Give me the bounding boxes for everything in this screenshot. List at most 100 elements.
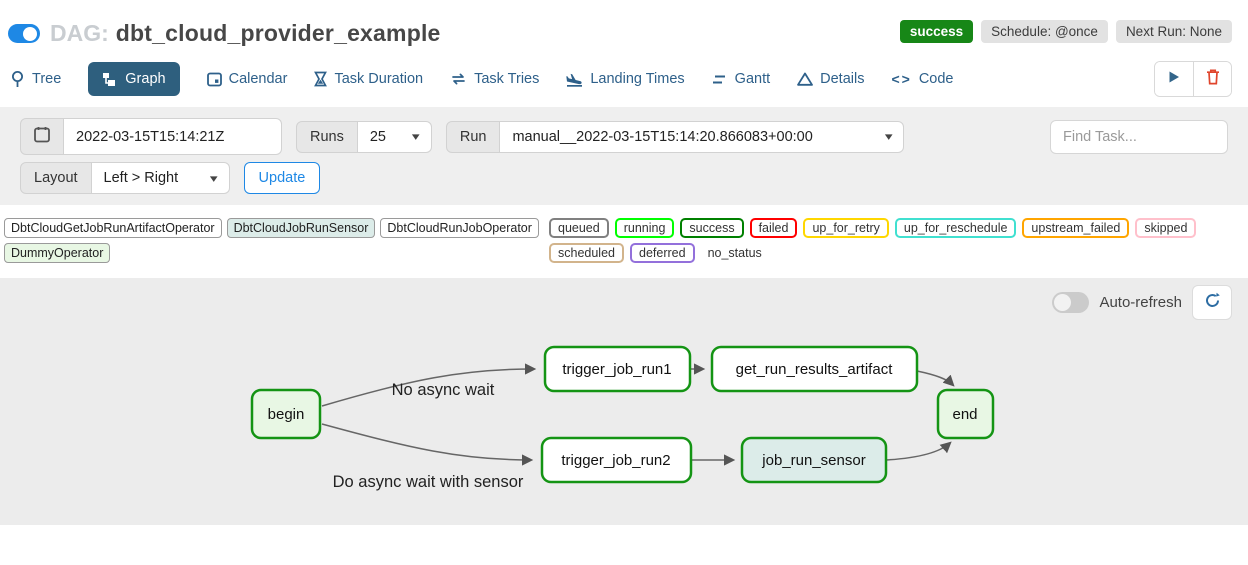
chevron-down-icon: ▾ [412, 131, 420, 143]
runs-label: Runs [296, 120, 358, 153]
execution-date-input[interactable] [64, 118, 282, 155]
layout-select-value: Left > Right [103, 170, 179, 186]
calendar-icon [206, 71, 222, 87]
tab-label: Tree [32, 71, 62, 87]
dag-header: DAG: dbt_cloud_provider_example success … [0, 0, 1248, 59]
runs-count-select[interactable]: 25 ▾ [357, 120, 432, 153]
calendar-icon [34, 126, 50, 147]
status-badge[interactable]: queued [549, 218, 609, 238]
operator-badge: DummyOperator [4, 243, 111, 263]
dag-graph: No async wait Do async wait with sensor … [250, 345, 995, 491]
tab-label: Code [918, 71, 954, 87]
task-node-label: trigger_job_run2 [561, 452, 670, 469]
tab-task-tries[interactable]: Task Tries [450, 62, 539, 96]
dag-edges [321, 363, 955, 466]
edge-begin-trigger1 [321, 363, 537, 407]
tab-calendar[interactable]: Calendar [206, 62, 288, 96]
status-badge[interactable]: upstream_failed [1022, 218, 1130, 238]
edge-label-async-sensor: Do async wait with sensor [333, 473, 524, 491]
toggle-knob [23, 26, 37, 41]
toggle-knob [1054, 294, 1072, 311]
task-node-trigger-job-run1[interactable]: trigger_job_run1 [543, 345, 692, 393]
task-node-label: begin [268, 406, 305, 423]
refresh-controls: Auto-refresh [1052, 285, 1232, 320]
filter-row-top: Runs 25 ▾ Run manual__2022-03-15T15:14:2… [20, 118, 1228, 155]
trigger-dag-button[interactable] [1155, 62, 1193, 96]
dag-graph-panel: Auto-refresh No async wait Do async wait… [0, 278, 1248, 525]
filter-row-bottom: Layout Left > Right ▾ Update [20, 162, 1228, 194]
operator-badge: DbtCloudGetJobRunArtifactOperator [4, 218, 222, 238]
task-node-get-run-results-artifact[interactable]: get_run_results_artifact [710, 345, 919, 393]
operator-badge: DbtCloudRunJobOperator [380, 218, 539, 238]
refresh-button[interactable] [1192, 285, 1232, 320]
runs-count-value: 25 [369, 128, 386, 145]
status-badge[interactable]: up_for_retry [803, 218, 889, 238]
tab-gantt[interactable]: Gantt [712, 62, 770, 96]
graph-filter-bar: Runs 25 ▾ Run manual__2022-03-15T15:14:2… [0, 107, 1248, 205]
tab-label: Graph [125, 71, 166, 87]
status-badge[interactable]: scheduled [549, 243, 624, 263]
run-group: Run manual__2022-03-15T15:14:20.866083+0… [445, 120, 905, 153]
delete-dag-button[interactable] [1193, 62, 1231, 96]
layout-label: Layout [20, 162, 92, 194]
dag-prefix-label: DAG: [50, 20, 109, 46]
tab-label: Gantt [734, 71, 771, 87]
calendar-addon [20, 118, 64, 155]
view-tabbar: Tree Graph Calendar Task Duration Task T… [0, 59, 1248, 99]
update-button[interactable]: Update [243, 162, 321, 194]
next-run-badge: Next Run: None [1115, 20, 1232, 43]
run-select-value: manual__2022-03-15T15:14:20.866083+00:00 [512, 128, 813, 145]
header-badges: success Schedule: @once Next Run: None [899, 20, 1232, 43]
tab-code[interactable]: <> Code [891, 62, 953, 96]
status-badge[interactable]: running [614, 218, 675, 238]
execution-date-group [20, 118, 282, 155]
auto-refresh-label: Auto-refresh [1099, 294, 1182, 311]
repeat-icon [450, 72, 467, 86]
schedule-badge: Schedule: @once [981, 20, 1108, 43]
plane-landing-icon [566, 72, 583, 87]
hourglass-icon [314, 71, 328, 87]
status-badge[interactable]: no_status [700, 243, 769, 263]
operator-legend: DbtCloudGetJobRunArtifactOperator DbtClo… [4, 218, 549, 263]
tab-tree[interactable]: Tree [10, 62, 61, 97]
run-label: Run [445, 120, 501, 153]
tab-graph[interactable]: Graph [88, 62, 180, 96]
edge-label-no-async: No async wait [392, 381, 495, 399]
tab-task-duration[interactable]: Task Duration [314, 62, 423, 96]
gantt-icon [712, 73, 728, 86]
dag-status-badge: success [899, 20, 974, 43]
task-node-label: trigger_job_run1 [562, 361, 671, 378]
runs-group: Runs 25 ▾ [296, 120, 432, 153]
auto-refresh-toggle[interactable] [1052, 292, 1090, 313]
dag-pause-toggle[interactable] [8, 24, 40, 43]
chevron-down-icon: ▾ [209, 172, 218, 185]
tab-label: Landing Times [590, 71, 685, 87]
dag-action-buttons [1154, 61, 1232, 97]
trash-icon [1206, 69, 1220, 90]
tab-details[interactable]: Details [797, 62, 864, 96]
task-node-label: get_run_results_artifact [736, 361, 894, 378]
task-node-begin[interactable]: begin [250, 388, 322, 440]
tab-label: Details [820, 71, 865, 87]
edge-sensor-end [885, 441, 952, 461]
edge-artifact-end [916, 370, 955, 387]
run-select[interactable]: manual__2022-03-15T15:14:20.866083+00:00… [500, 120, 905, 153]
code-icon: <> [891, 71, 912, 87]
page-title: dbt_cloud_provider_example [115, 20, 441, 46]
task-node-trigger-job-run2[interactable]: trigger_job_run2 [540, 436, 693, 484]
chevron-down-icon: ▾ [884, 131, 893, 143]
task-node-label: job_run_sensor [761, 452, 865, 469]
status-badge[interactable]: failed [749, 218, 798, 238]
layout-select[interactable]: Left > Right ▾ [91, 162, 230, 194]
tab-label: Calendar [228, 71, 288, 87]
tab-landing-times[interactable]: Landing Times [566, 62, 685, 96]
status-badge[interactable]: up_for_reschedule [894, 218, 1017, 238]
status-badge[interactable]: deferred [630, 243, 695, 263]
task-node-end[interactable]: end [936, 388, 995, 440]
edge-begin-trigger2 [321, 423, 534, 466]
status-badge[interactable]: success [680, 218, 744, 238]
status-badge[interactable]: skipped [1135, 218, 1197, 238]
tab-label: Task Duration [334, 71, 424, 87]
find-task-input[interactable] [1050, 119, 1228, 154]
task-node-job-run-sensor[interactable]: job_run_sensor [740, 436, 888, 484]
